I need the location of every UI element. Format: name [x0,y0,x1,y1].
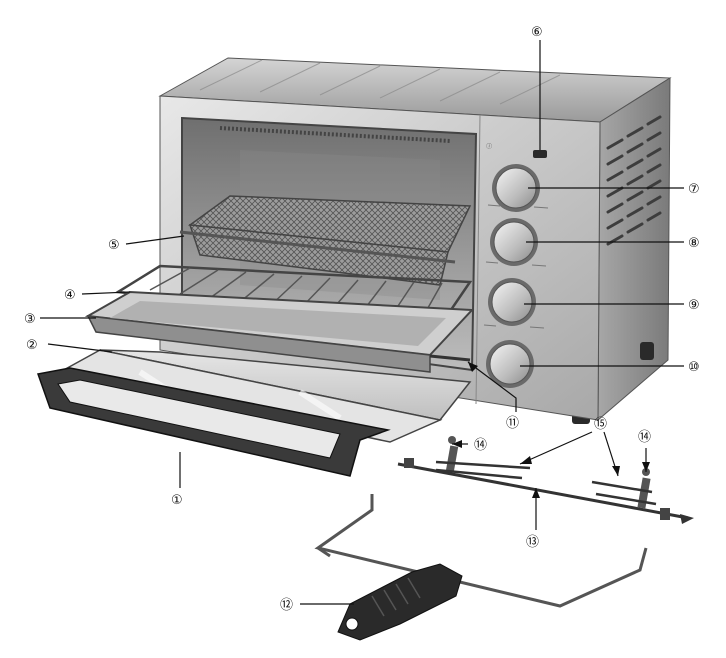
callout-13: ⑬ [526,535,539,550]
rotisserie-support [429,354,471,362]
knob[interactable] [490,218,538,266]
knob[interactable] [492,164,540,212]
callout-8: ⑧ [688,236,700,251]
knob[interactable] [488,278,536,326]
callout-4: ④ [64,288,76,303]
knob[interactable] [486,340,534,388]
control-panel: ⓘ [483,142,549,388]
air-fry-basket [179,195,472,286]
callout-10: ⑩ [688,360,700,375]
callout-11: ⑪ [506,416,519,431]
callout-1: ① [171,493,183,508]
callout-14b: ⑭ [638,430,651,445]
callout-15: ⑮ [594,417,607,432]
callout-5: ⑤ [108,238,120,253]
rotisserie-fork [435,436,531,480]
svg-text:ⓘ: ⓘ [486,142,493,150]
callout-labels: ① ② ③ ④ ⑤ ⑥ ⑦ ⑧ ⑨ ⑩ ⑪ ⑫ ⑬ ⑭ ⑭ ⑮ [24,25,700,613]
rotisserie-lift-handle [314,494,648,641]
callout-7: ⑦ [688,182,700,197]
callout-9: ⑨ [688,298,700,313]
foot [640,342,654,360]
baking-pan [84,290,475,373]
power-light [533,150,547,158]
rotisserie-spit [397,436,694,524]
rotisserie-fork [591,468,657,509]
callout-2: ② [26,338,38,353]
callout-6: ⑥ [531,25,543,40]
arrowheads [452,362,650,498]
side-vents [606,115,662,246]
callout-12: ⑫ [280,598,293,613]
callout-3: ③ [24,312,36,327]
door-handle [37,367,391,477]
callout-14a: ⑭ [474,438,487,453]
